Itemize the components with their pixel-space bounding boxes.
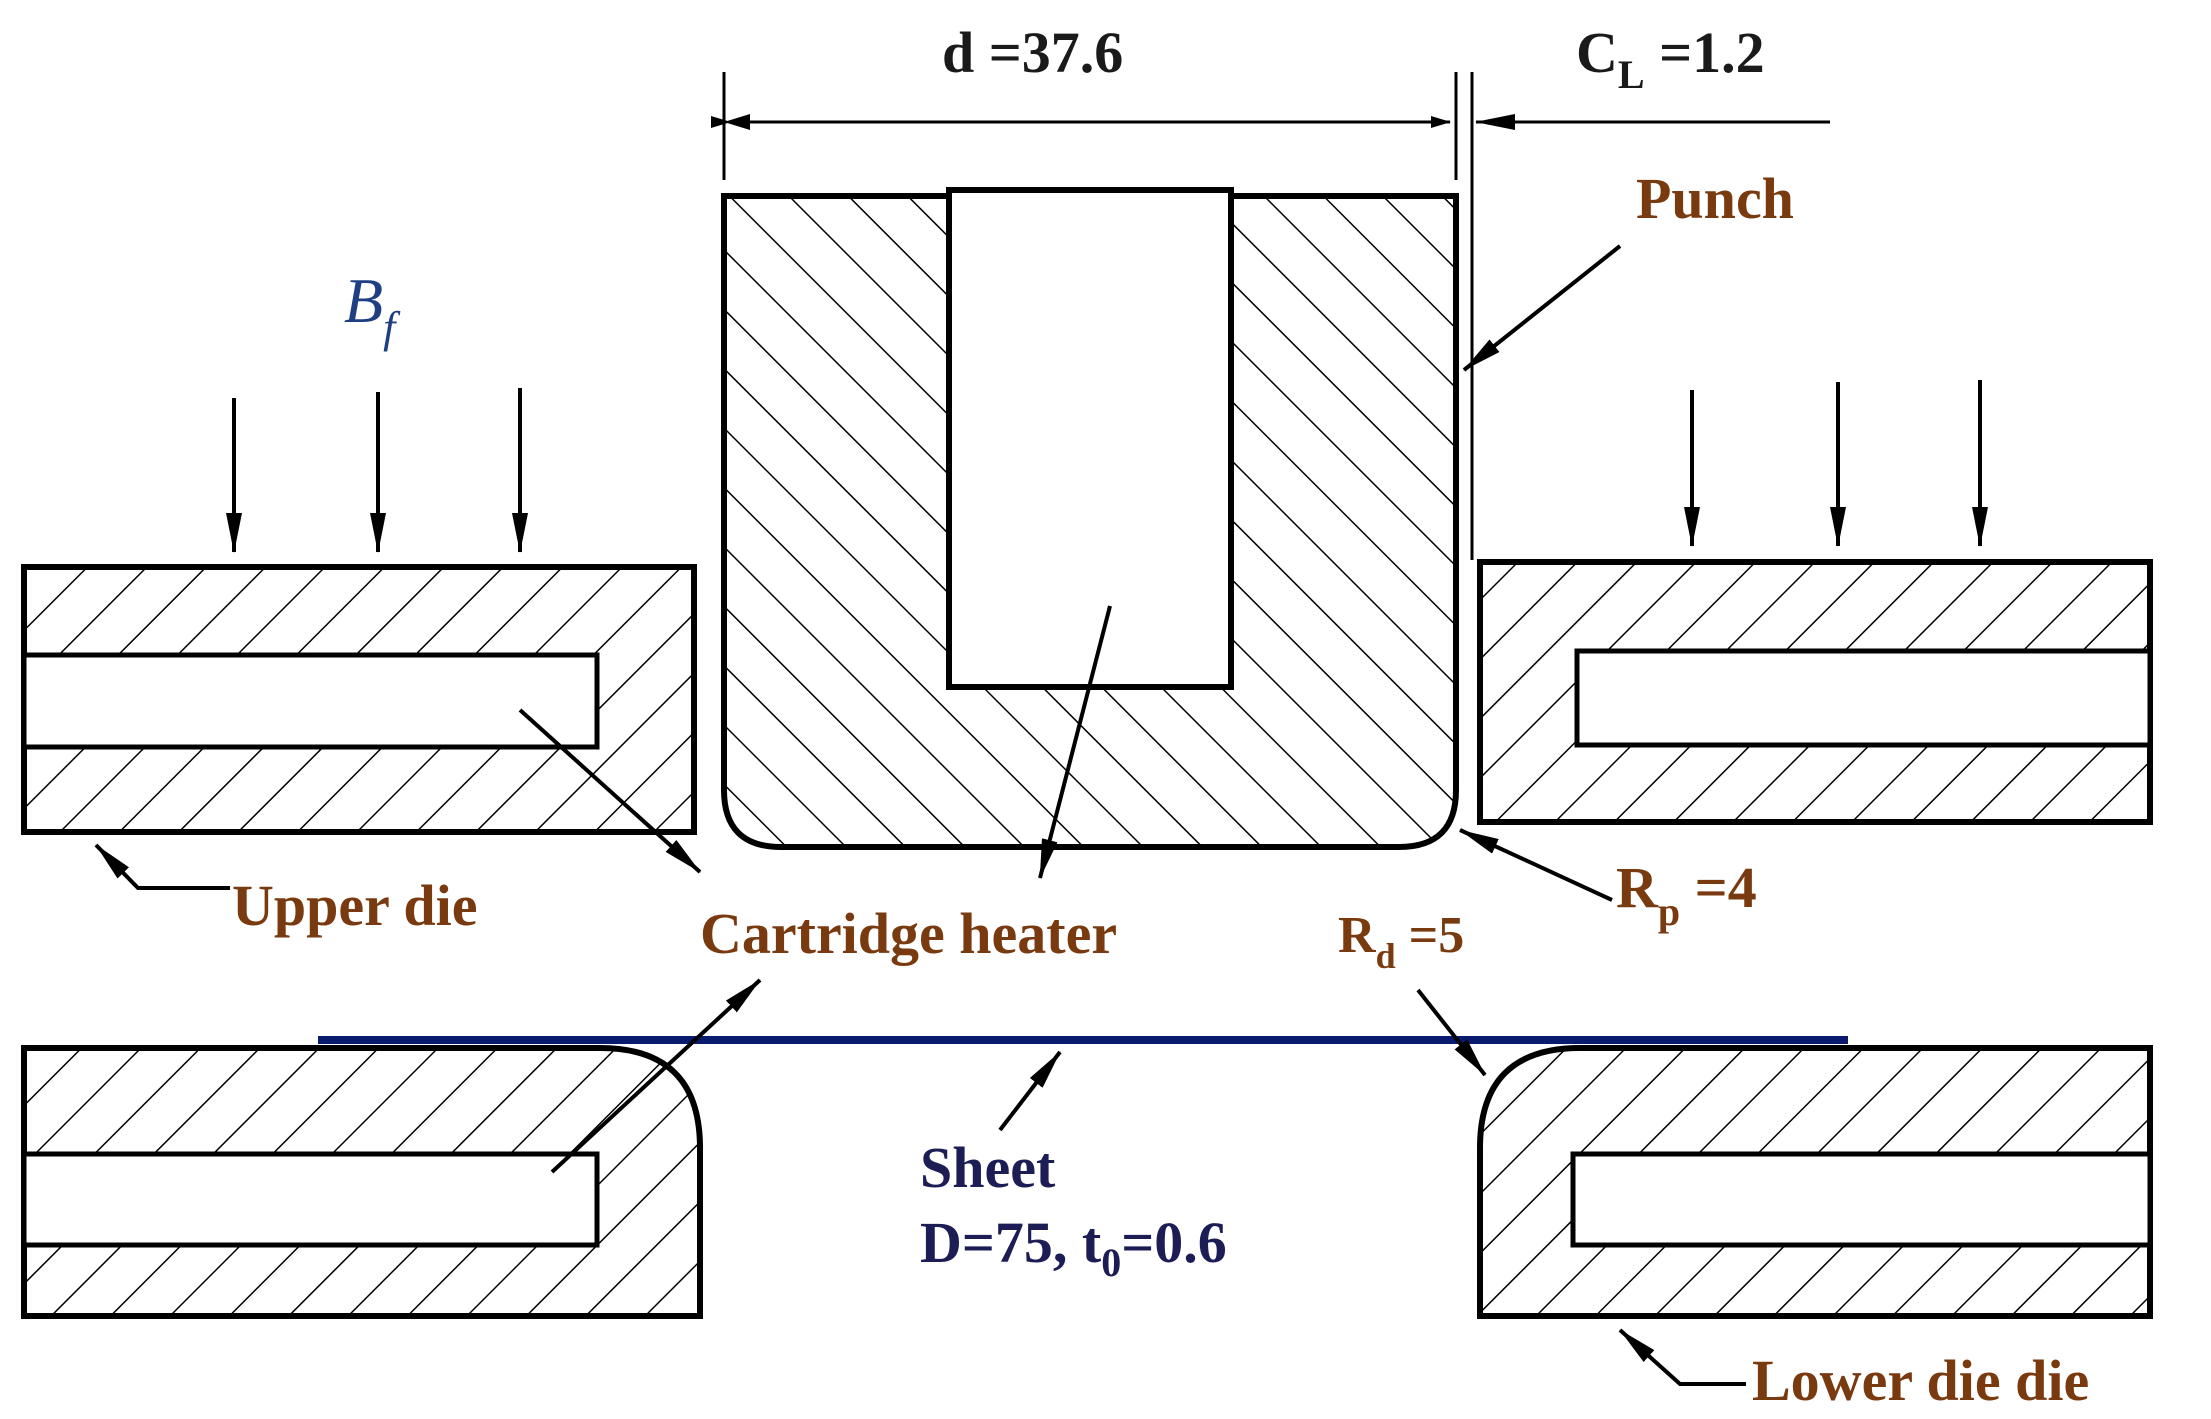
die-radius-label-main: R [1338, 907, 1377, 964]
clearance-label-sub: L [1618, 52, 1645, 97]
sheet-dims-suffix: =0.6 [1121, 1210, 1227, 1275]
lower-die-label: Lower die die [1752, 1348, 2089, 1413]
punch-radius-label-sub: p [1658, 889, 1680, 934]
sheet-label: Sheet [920, 1135, 1056, 1200]
lower-die-right [1477, 1045, 2153, 1319]
upper-die-left-heater-slot [21, 652, 600, 750]
upper-die-right-heater-slot [1574, 648, 2153, 748]
sheet-dims-prefix: D=75, t [920, 1210, 1102, 1275]
cartridge-heater-label: Cartridge heater [700, 901, 1117, 966]
upper-die-right [1477, 559, 2153, 825]
clearance-label: CL =1.2 [1576, 20, 1765, 97]
punch-diameter-dimension [711, 72, 1458, 180]
upper-die-left [21, 564, 697, 835]
lower-die-right-heater-slot [1570, 1151, 2153, 1248]
blank-force-arrows-left [226, 388, 528, 553]
punch-diameter-label: d =37.6 [942, 20, 1123, 85]
blank-force-label-main: B [344, 265, 383, 336]
clearance-label-value: =1.2 [1645, 20, 1765, 85]
punch-radius-label: Rp =4 [1616, 855, 1757, 934]
die-radius-label-value: =5 [1396, 907, 1465, 964]
punch [721, 187, 1459, 850]
clearance-label-main: C [1576, 20, 1618, 85]
sheet-dims-sub: 0 [1101, 1240, 1121, 1285]
lower-die-left [21, 1045, 703, 1319]
punch-radius-label-main: R [1616, 855, 1659, 920]
sheet-dims-label: D=75, t0=0.6 [920, 1210, 1227, 1285]
punch-radius-label-value: =4 [1680, 855, 1757, 920]
blank-force-label-sub: f [383, 303, 401, 352]
blank-force-label: Bf [344, 265, 401, 352]
upper-die-label: Upper die [232, 873, 477, 938]
punch-label: Punch [1636, 166, 1794, 231]
die-radius-label-sub: d [1376, 936, 1396, 976]
punch-heater-bore [946, 187, 1234, 690]
clearance-dimension [1470, 72, 1830, 560]
die-radius-label: Rd =5 [1338, 907, 1464, 976]
blank-force-arrows-right [1684, 380, 1988, 547]
leader-lines [94, 244, 1746, 1386]
lower-die-left-heater-slot [21, 1151, 600, 1248]
